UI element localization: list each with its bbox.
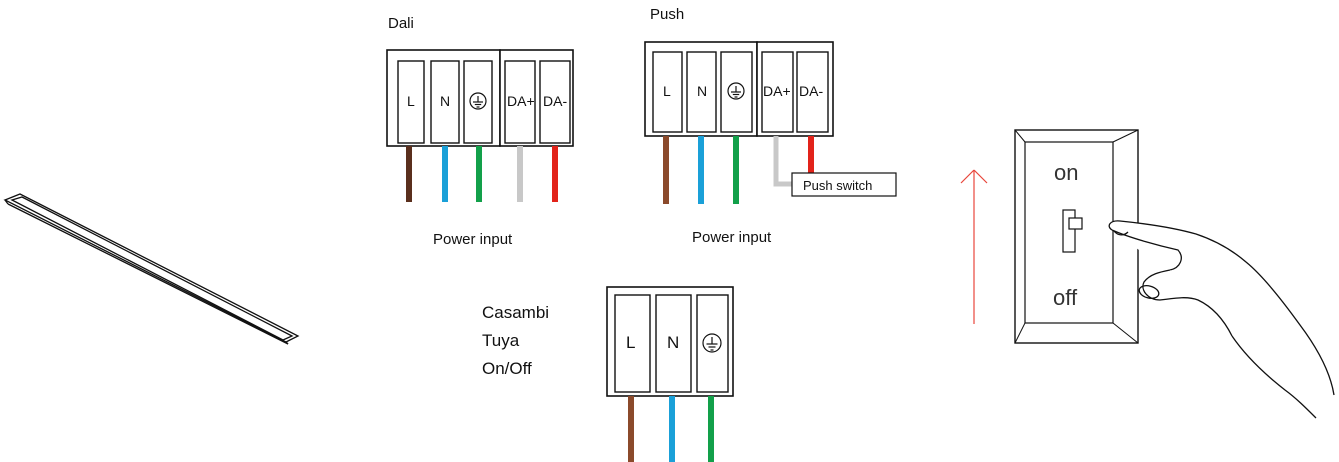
push-terminal-da-plus: DA+ — [763, 83, 791, 99]
push-wire-l — [663, 136, 669, 204]
dali-wire-l — [406, 146, 412, 202]
earth-icon — [702, 333, 722, 353]
dali-terminal-da-minus: DA- — [543, 93, 567, 109]
casambi-wire-n — [669, 396, 675, 462]
push-slot-da-minus — [796, 51, 829, 133]
dali-wire-da-minus — [552, 146, 558, 202]
casambi-slot-n — [655, 294, 692, 393]
push-wire-n — [698, 136, 704, 204]
tuya-label: Tuya — [482, 331, 520, 350]
push-title: Push — [650, 6, 684, 23]
switch-off-label: off — [1053, 285, 1078, 310]
linear-light-fixture-icon — [3, 193, 300, 345]
onoff-label: On/Off — [482, 359, 532, 378]
casambi-slot-l — [614, 294, 651, 393]
dali-caption: Power input — [433, 231, 513, 248]
push-wire-da-minus — [808, 136, 814, 174]
push-slot-l — [652, 51, 683, 133]
casambi-label: Casambi — [482, 303, 549, 322]
dali-terminal-l: L — [407, 93, 415, 109]
switch-on-label: on — [1054, 160, 1078, 185]
push-terminal-n: N — [697, 83, 707, 99]
switch-toggle — [1062, 209, 1083, 253]
push-switch-label: Push switch — [803, 178, 872, 193]
dali-wire-da-plus — [517, 146, 523, 202]
push-switch-box — [791, 172, 897, 197]
dali-slot-da-minus — [539, 60, 571, 144]
casambi-terminal-l: L — [626, 333, 635, 352]
casambi-wire-earth — [708, 396, 714, 462]
push-diagram: Push L N DA+ DA- Push switch Power input — [644, 6, 897, 246]
wall-switch-icon: on off — [1014, 129, 1139, 344]
hand-icon — [1108, 220, 1335, 419]
dali-slot-da-plus — [504, 60, 536, 144]
dali-wire-earth — [476, 146, 482, 202]
dali-wire-n — [442, 146, 448, 202]
push-terminal-l: L — [663, 83, 671, 99]
push-slot-n — [686, 51, 717, 133]
push-terminal-da-minus: DA- — [799, 83, 823, 99]
casambi-diagram: Casambi Tuya On/Off L N — [482, 286, 734, 462]
push-caption: Power input — [692, 229, 772, 246]
casambi-terminal-n: N — [667, 333, 679, 352]
dali-diagram: Dali L N DA+ DA- Power input — [386, 15, 574, 248]
dali-terminal-da-plus: DA+ — [507, 93, 535, 109]
dali-slot-n — [430, 60, 460, 144]
dali-slot-l — [397, 60, 425, 144]
dali-terminal-n: N — [440, 93, 450, 109]
push-wire-da-plus — [773, 136, 792, 187]
casambi-wire-l — [628, 396, 634, 462]
earth-icon — [727, 82, 745, 100]
up-arrow-icon — [960, 169, 988, 324]
dali-title: Dali — [388, 15, 414, 32]
push-wire-earth — [733, 136, 739, 204]
push-slot-da-plus — [761, 51, 794, 133]
earth-icon — [469, 92, 487, 110]
